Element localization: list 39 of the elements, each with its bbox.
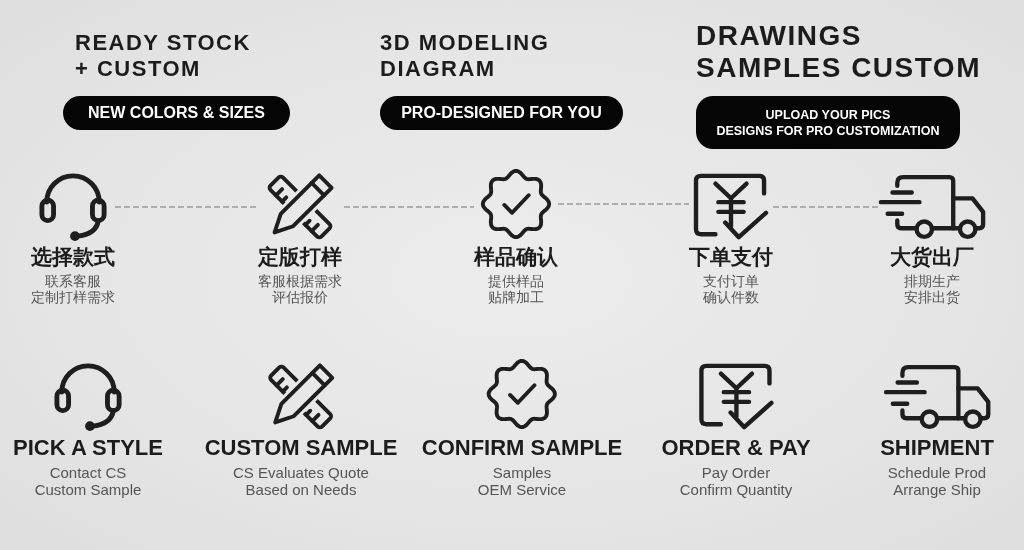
step-description: Custom Sample	[34, 481, 142, 498]
banner-text: PRO-DESIGNED FOR YOU	[401, 104, 602, 122]
step-title: 大货出厂	[890, 244, 974, 270]
step-title: CONFIRM SAMPLE	[421, 434, 623, 461]
step-title: ORDER & PAY	[661, 434, 811, 461]
step-description: 安排出货	[904, 289, 960, 305]
banner-text: NEW COLORS & SIZES	[88, 104, 265, 122]
step-description: Pay Order	[701, 464, 771, 481]
step-description: Samples	[492, 464, 552, 481]
banner-text: UPLOAD YOUR PICS	[765, 106, 891, 123]
dashed-connector	[343, 206, 475, 208]
step-description: 定制打样需求	[31, 289, 115, 305]
step-description: Schedule Prod	[887, 464, 987, 481]
step-title: CUSTOM SAMPLE	[204, 434, 398, 461]
dashed-connector	[557, 203, 690, 205]
step-description: 贴牌加工	[488, 289, 544, 305]
step-title: 选择款式	[31, 244, 115, 270]
step-description: 确认件数	[703, 289, 759, 305]
step-description: Contact CS	[49, 464, 127, 481]
section-heading: 3D MODELING DIAGRAM	[380, 30, 551, 82]
step-description: OEM Service	[477, 481, 567, 498]
dashed-connector	[114, 206, 257, 208]
step-title: 样品确认	[474, 244, 558, 270]
step-description: 排期生产	[904, 273, 960, 289]
step-description: 支付订单	[703, 273, 759, 289]
step-description: Arrange Ship	[893, 481, 981, 498]
step-title: 下单支付	[689, 244, 773, 270]
step-title: SHIPMENT	[880, 434, 994, 461]
section-heading: READY STOCK + CUSTOM	[75, 30, 252, 82]
step-description: 提供样品	[488, 273, 544, 289]
step-description: 联系客服	[45, 273, 101, 289]
step-title: 定版打样	[258, 244, 342, 270]
section-heading: DRAWINGS SAMPLES CUSTOM	[696, 20, 982, 84]
dashed-connector	[772, 206, 879, 208]
step-description: Confirm Quantity	[679, 481, 793, 498]
banner-text: DESIGNS FOR PRO CUSTOMIZATION	[716, 122, 940, 139]
step-description: 客服根据需求评估报价	[257, 273, 343, 305]
step-description: CS Evaluates Quote Based on Needs	[232, 464, 370, 498]
step-title: PICK A STYLE	[13, 434, 163, 461]
